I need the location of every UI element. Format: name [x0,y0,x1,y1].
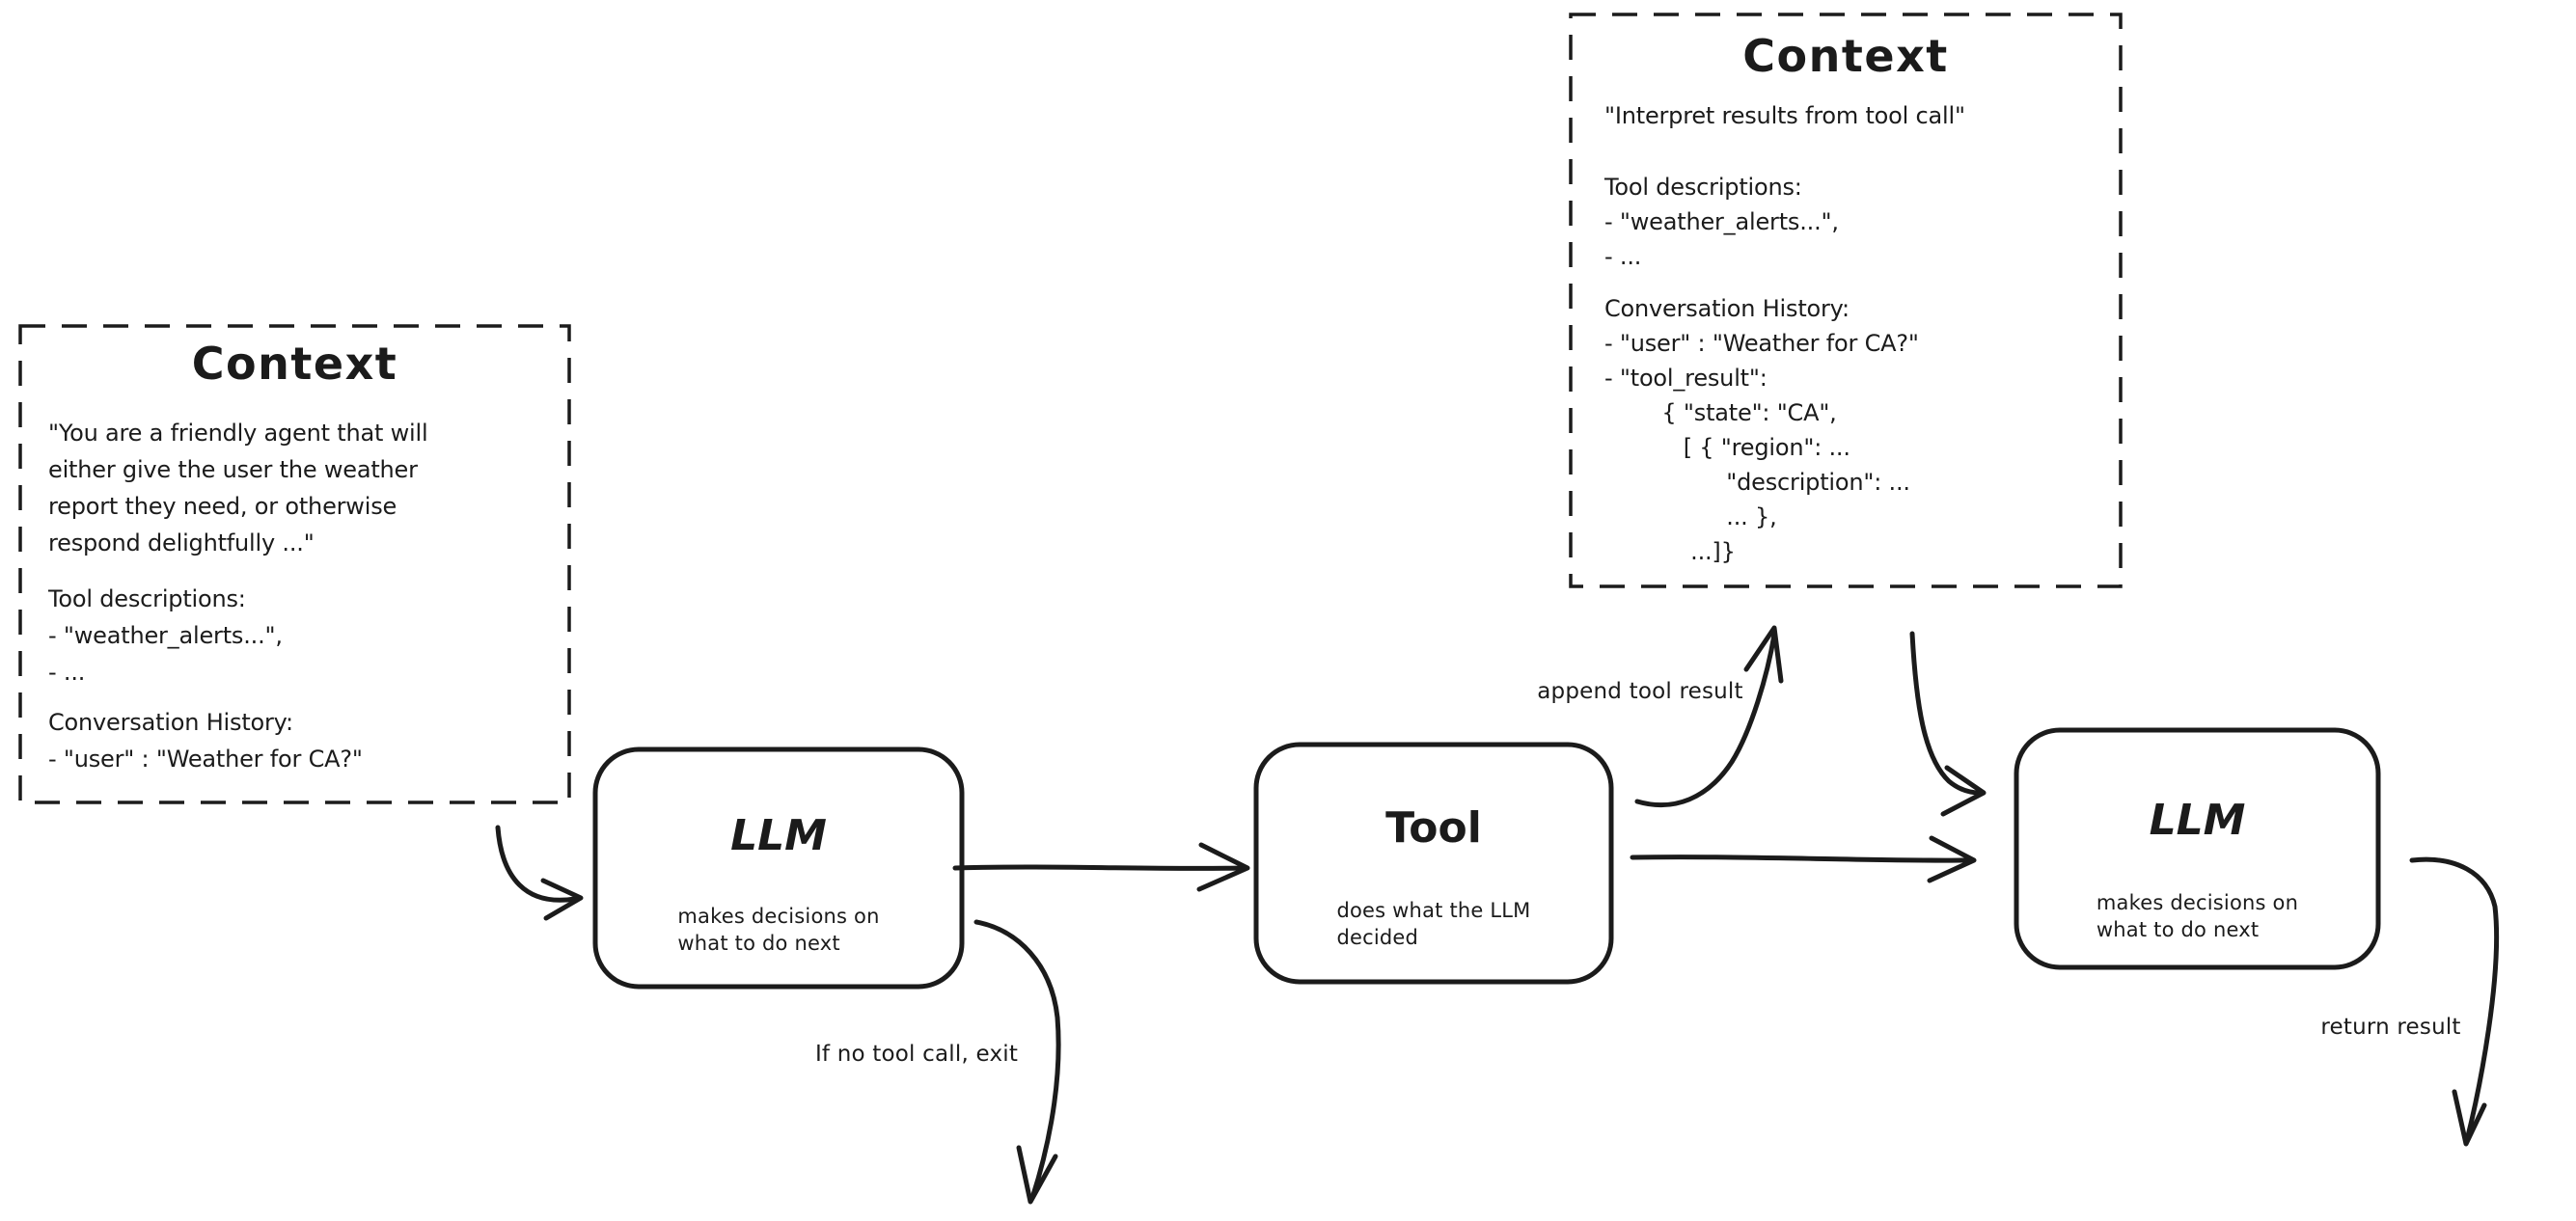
context-top-body: "Interpret results from tool call" Tool … [1604,98,2111,569]
context-top-conversation-history: Conversation History: - "user" : "Weathe… [1604,295,1919,565]
return-result-label: return result [2320,1015,2461,1040]
arrow-context-left-to-llm-first [495,825,584,921]
llm-first-node-title: LLM [730,811,827,860]
arrow-tool-to-llm-second [1630,835,1977,883]
context-top-tool-descriptions: Tool descriptions: - "weather_alerts..."… [1604,174,1839,270]
context-left-box [18,324,571,804]
append-tool-result-label: append tool result [1537,679,1743,704]
context-left-body: "You are a friendly agent that will eith… [48,415,560,777]
tool-node-title: Tool [1385,803,1482,853]
llm-second-node-description: makes decisions on what to do next [2016,889,2378,943]
llm-second-node-box [2014,727,2381,970]
llm-first-node-description: makes decisions on what to do next [595,903,962,957]
tool-node-description: does what the LLM decided [1256,897,1611,951]
arrow-llm-second-return [2409,856,2500,1147]
context-top-title: Context [1742,30,1949,82]
llm-first-node-description-text: makes decisions on what to do next [677,905,880,955]
llm-second-node-title: LLM [2149,796,2246,845]
tool-node-box [1253,742,1614,985]
arrow-llm-first-to-tool [952,842,1250,892]
arrow-context-top-to-llm-second [1909,631,1987,817]
context-left-conversation-history: Conversation History: - "user" : "Weathe… [48,709,363,773]
context-left-tool-descriptions: Tool descriptions: - "weather_alerts..."… [48,585,283,686]
context-left-system-prompt: "You are a friendly agent that will eith… [48,420,428,556]
context-left-title: Context [191,338,398,390]
tool-node-description-text: does what the LLM decided [1336,899,1531,949]
llm-second-node-description-text: makes decisions on what to do next [2096,891,2299,941]
arrow-tool-to-context-top [1634,625,1784,808]
context-top-system-prompt: "Interpret results from tool call" [1604,102,1965,129]
arrow-llm-first-exit [973,919,1061,1205]
context-top-box [1569,13,2123,588]
no-tool-call-exit-label: If no tool call, exit [814,1042,1019,1067]
